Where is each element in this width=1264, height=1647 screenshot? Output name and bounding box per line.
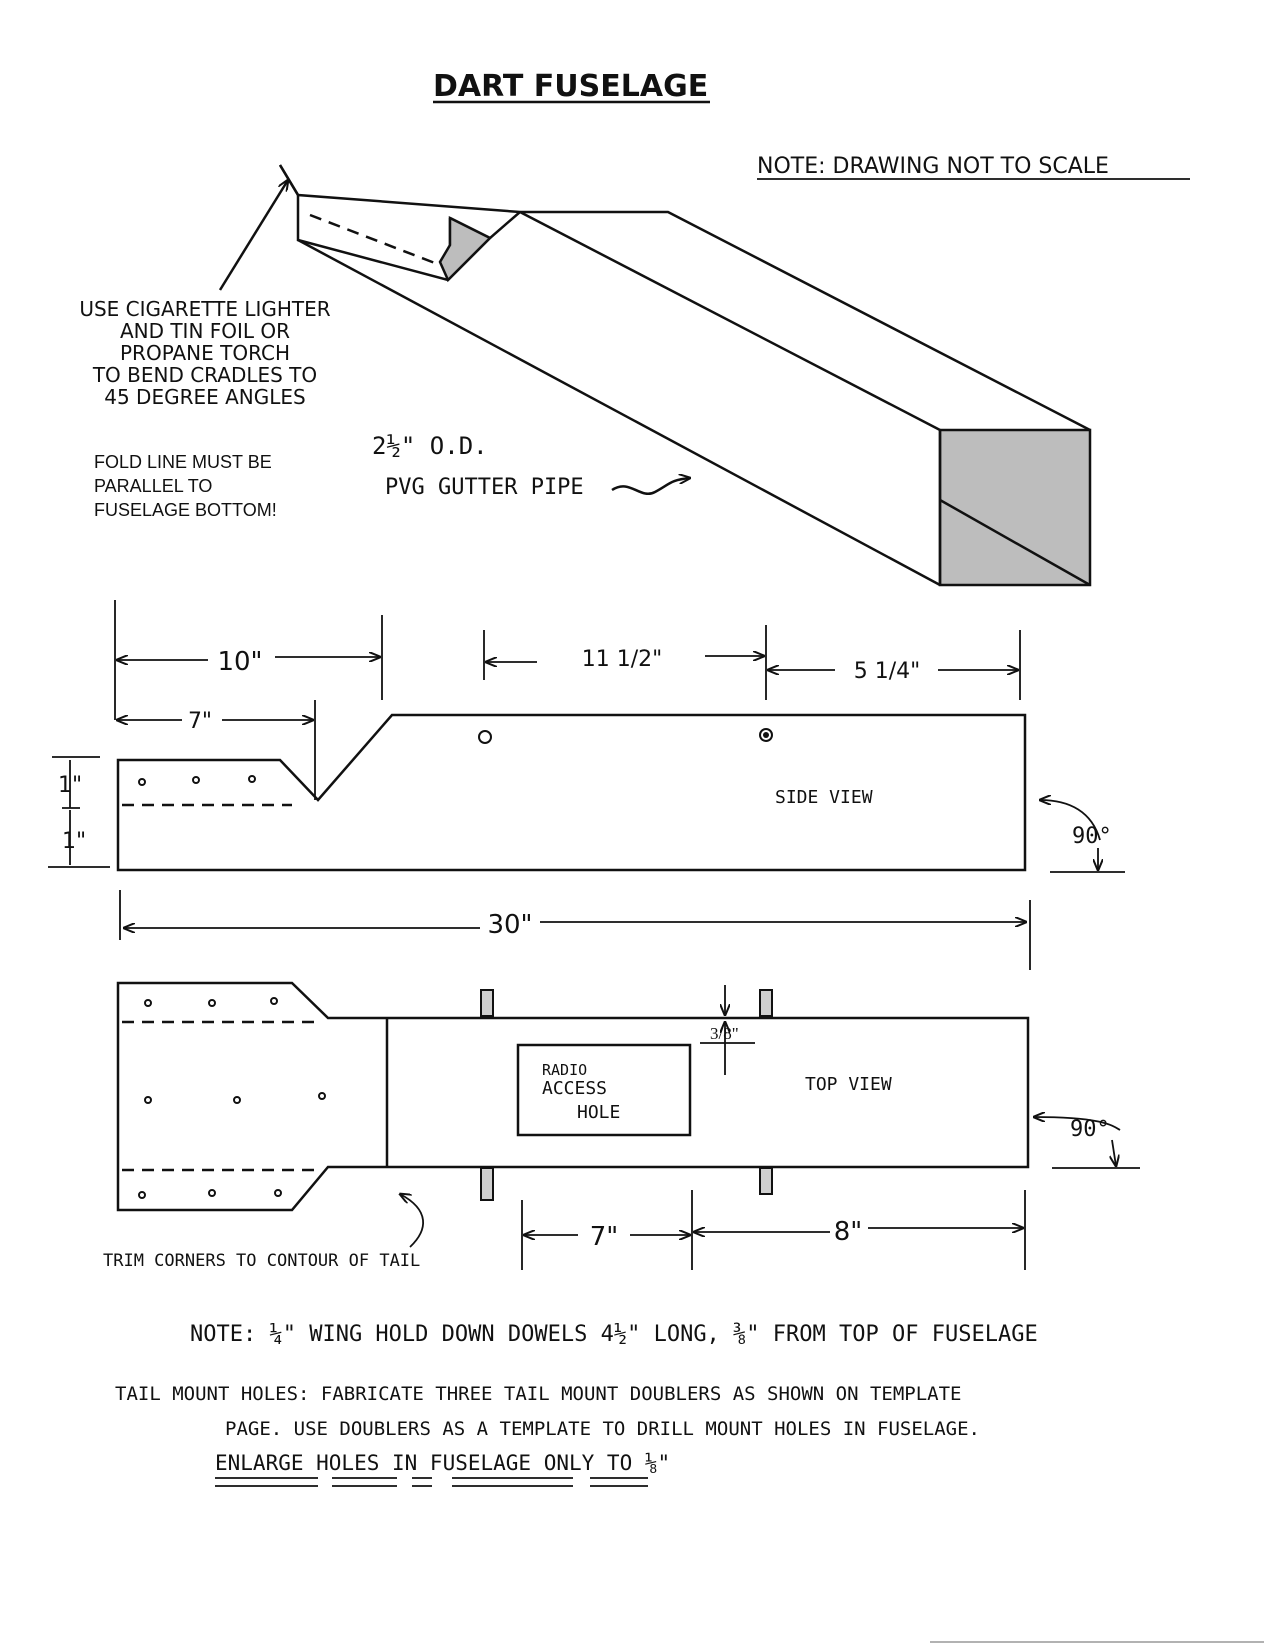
top-view-label: TOP VIEW	[805, 1074, 892, 1095]
instruction-line-4: TO BEND CRADLES TO	[92, 363, 317, 387]
instruction-arrow	[218, 180, 288, 291]
tail-note-line-2: PAGE. USE DOUBLERS AS A TEMPLATE TO DRIL…	[225, 1418, 980, 1440]
fold-note-line-2: PARALLEL TO	[94, 476, 212, 496]
top-view	[116, 981, 1030, 1212]
dim-10-label: 10"	[217, 647, 262, 677]
instruction-line-2: AND TIN FOIL OR	[120, 319, 290, 343]
dim-bottom-8-label: 8"	[834, 1217, 863, 1247]
trim-note: TRIM CORNERS TO CONTOUR OF TAIL	[103, 1251, 420, 1271]
dowel-note: NOTE: ¼" WING HOLD DOWN DOWELS 4½" LONG,…	[190, 1322, 1038, 1347]
dim-7-label: 7"	[188, 709, 212, 734]
radio-hole-line-3: HOLE	[577, 1102, 620, 1123]
top-view-angle-label: 90°	[1070, 1117, 1110, 1142]
fold-note-line-1: FOLD LINE MUST BE	[94, 452, 272, 472]
scale-note: NOTE: DRAWING NOT TO SCALE	[757, 154, 1109, 179]
pipe-name-label: PVG GUTTER PIPE	[385, 475, 584, 500]
tail-note-line-3: ENLARGE HOLES IN FUSELAGE ONLY TO ⅛"	[215, 1451, 670, 1475]
page-title: DART FUSELAGE	[433, 69, 708, 104]
instruction-line-5: 45 DEGREE ANGLES	[104, 385, 305, 409]
instruction-line-3: PROPANE TORCH	[120, 341, 290, 365]
instruction-line-1: USE CIGARETTE LIGHTER	[79, 297, 330, 321]
fold-note-line-3: FUSELAGE BOTTOM!	[94, 500, 277, 520]
dim-11-5-label: 11 1/2"	[582, 647, 663, 672]
pipe-3d-view	[278, 164, 1092, 587]
radio-hole-line-2: ACCESS	[542, 1078, 607, 1099]
side-view	[116, 713, 1027, 872]
dim-3-8-label: 3/8"	[710, 1024, 739, 1043]
dim-1-top-label: 1"	[58, 773, 82, 798]
tail-note-underlines	[215, 1477, 648, 1487]
pipe-label-arrow	[611, 478, 690, 495]
radio-hole-line-1: RADIO	[542, 1061, 587, 1079]
side-view-angle-label: 90°	[1072, 824, 1112, 849]
dim-5-25-label: 5 1/4"	[854, 659, 921, 684]
dim-30-label: 30"	[487, 910, 532, 940]
dim-bottom-7-label: 7"	[590, 1222, 619, 1252]
pipe-size-label: 2½" O.D.	[372, 432, 488, 460]
tail-note-line-1: TAIL MOUNT HOLES: FABRICATE THREE TAIL M…	[115, 1383, 961, 1405]
dim-1-bottom-label: 1"	[62, 829, 86, 854]
side-view-label: SIDE VIEW	[775, 787, 873, 808]
